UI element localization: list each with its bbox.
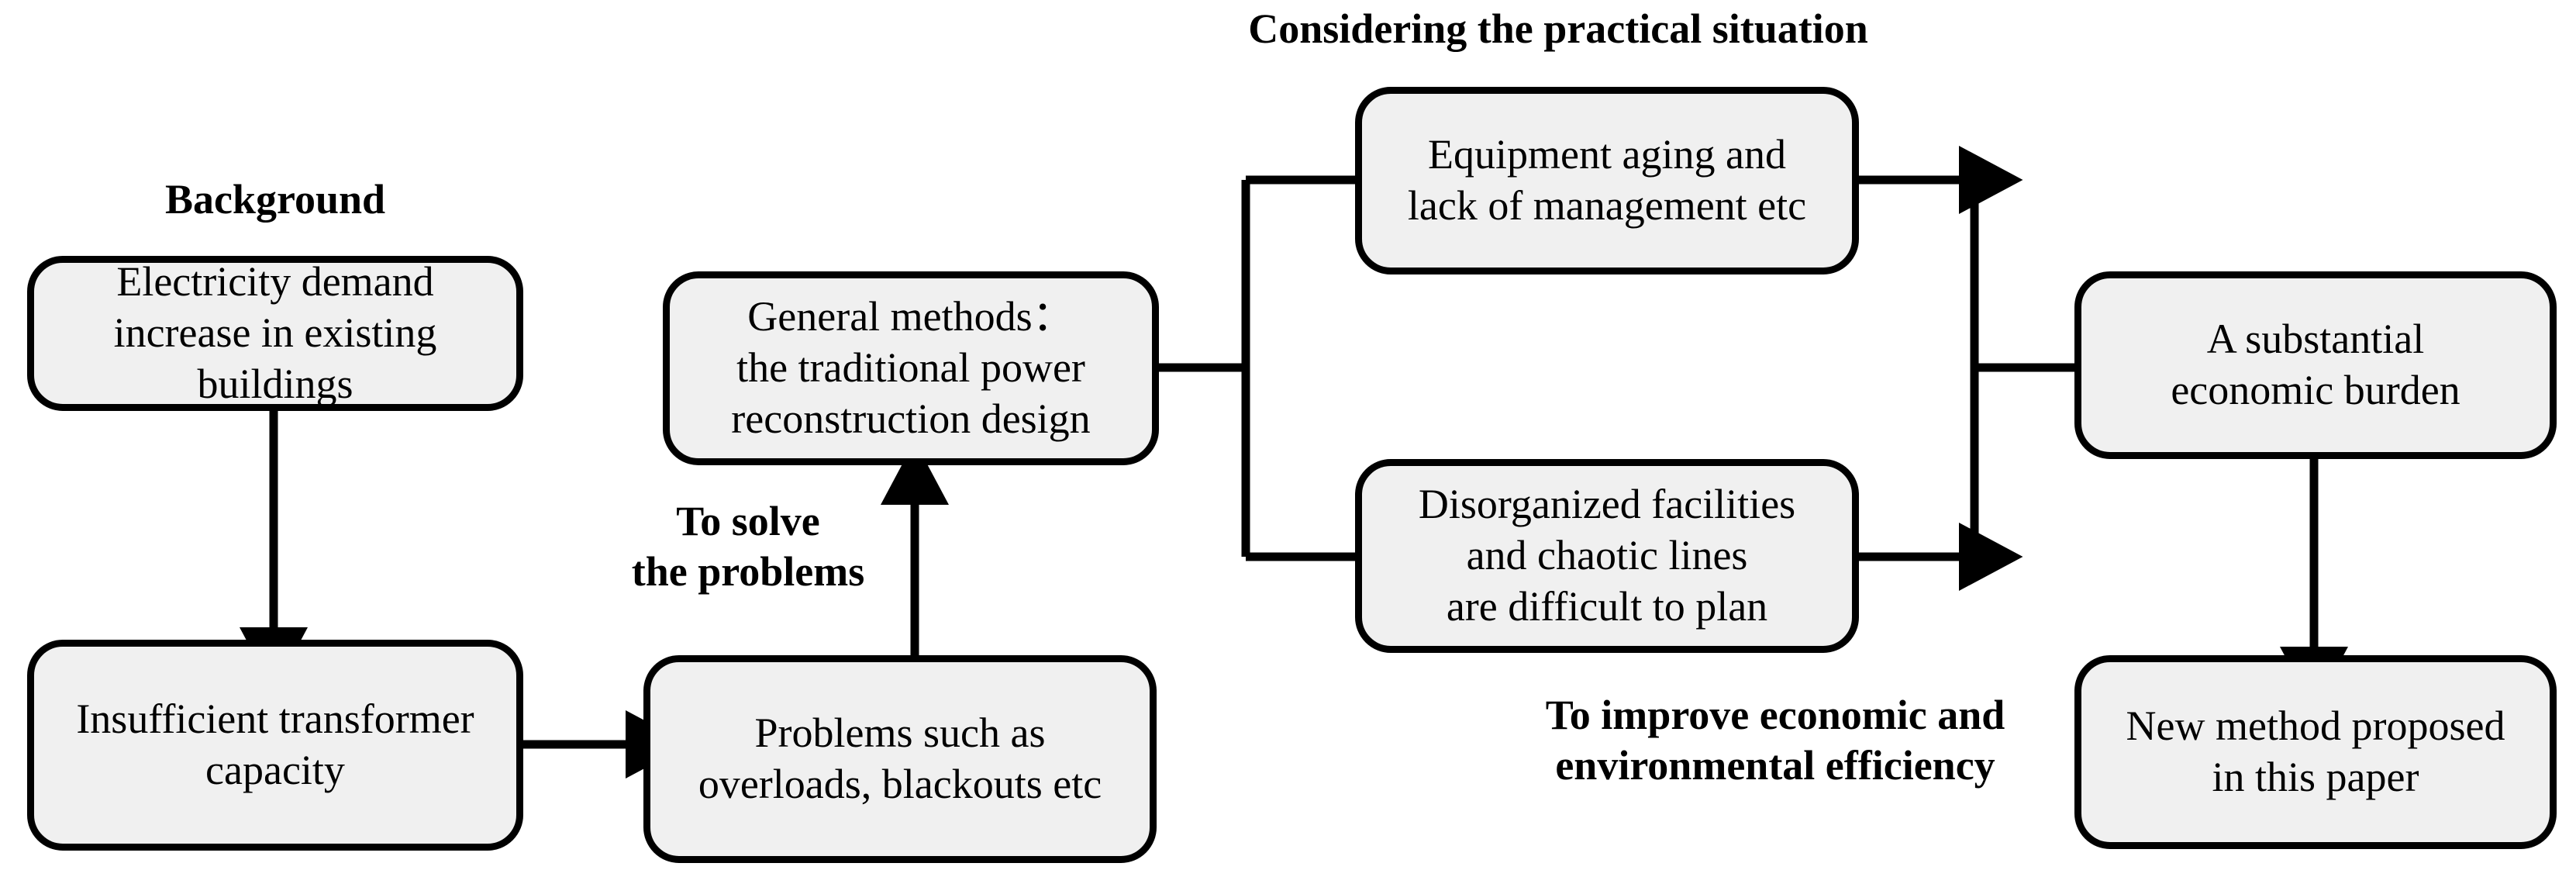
- node-equipment-aging[interactable]: Equipment aging and lack of management e…: [1355, 87, 1859, 274]
- node-problems[interactable]: Problems such as overloads, blackouts et…: [643, 655, 1157, 863]
- caption-background: Background: [164, 176, 386, 223]
- node-electricity-demand[interactable]: Electricity demand increase in existing …: [27, 256, 523, 411]
- node-economic-burden[interactable]: A substantial economic burden: [2074, 271, 2557, 459]
- edge-general-methods-split: [1159, 180, 1250, 557]
- edge-merge-bar: [1970, 176, 2141, 561]
- node-new-method[interactable]: New method proposed in this paper: [2074, 655, 2557, 849]
- caption-to-improve-efficiency: To improve economic and environmental ef…: [1545, 692, 2005, 789]
- caption-considering-practical-situation: Considering the practical situation: [1248, 5, 1868, 52]
- node-disorganized-facilities[interactable]: Disorganized facilities and chaotic line…: [1355, 459, 1859, 653]
- node-insufficient-transformer[interactable]: Insufficient transformer capacity: [27, 640, 523, 851]
- node-general-methods[interactable]: General methods： the traditional power r…: [663, 271, 1159, 465]
- caption-to-solve-the-problems: To solve the problems: [631, 498, 865, 595]
